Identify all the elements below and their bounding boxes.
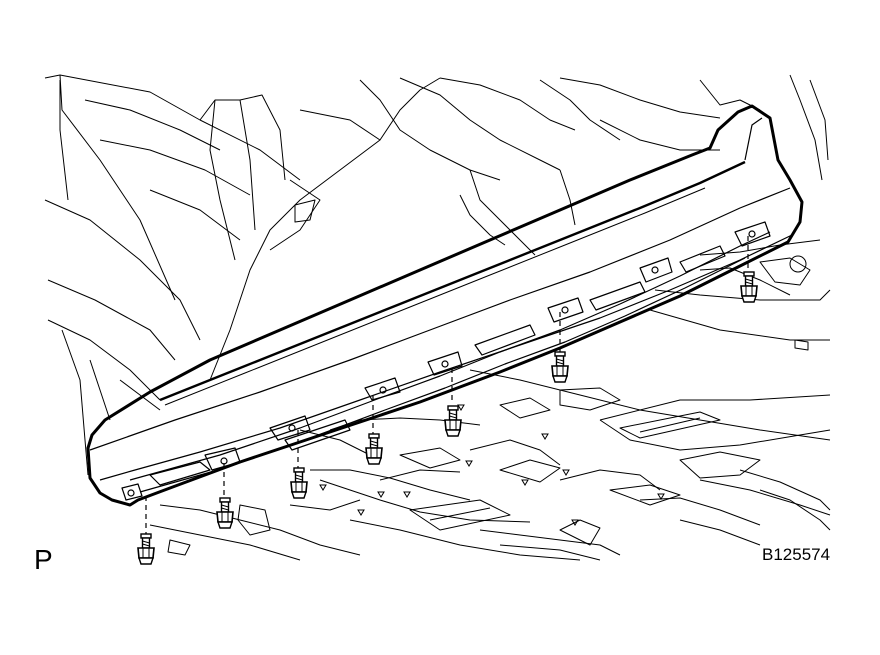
- bolt-icon: [551, 351, 569, 383]
- bolt-guide-lines: [145, 236, 749, 534]
- clip-hole-icon: [319, 404, 665, 526]
- vehicle-body-background: [44, 74, 831, 561]
- bolt-icon: [444, 405, 462, 437]
- bolt-icon: [216, 497, 234, 529]
- bolt-icon: [740, 271, 758, 303]
- bolt-icon: [137, 533, 155, 565]
- rocker-lower-flange: [121, 221, 771, 501]
- rocker-panel-moulding: [86, 104, 804, 507]
- bolt-icon: [365, 433, 383, 465]
- bolt-group: [137, 271, 758, 565]
- bolt-icon: [290, 467, 308, 499]
- figure-id-label: B125574: [762, 545, 831, 564]
- view-letter-label: P: [34, 544, 53, 575]
